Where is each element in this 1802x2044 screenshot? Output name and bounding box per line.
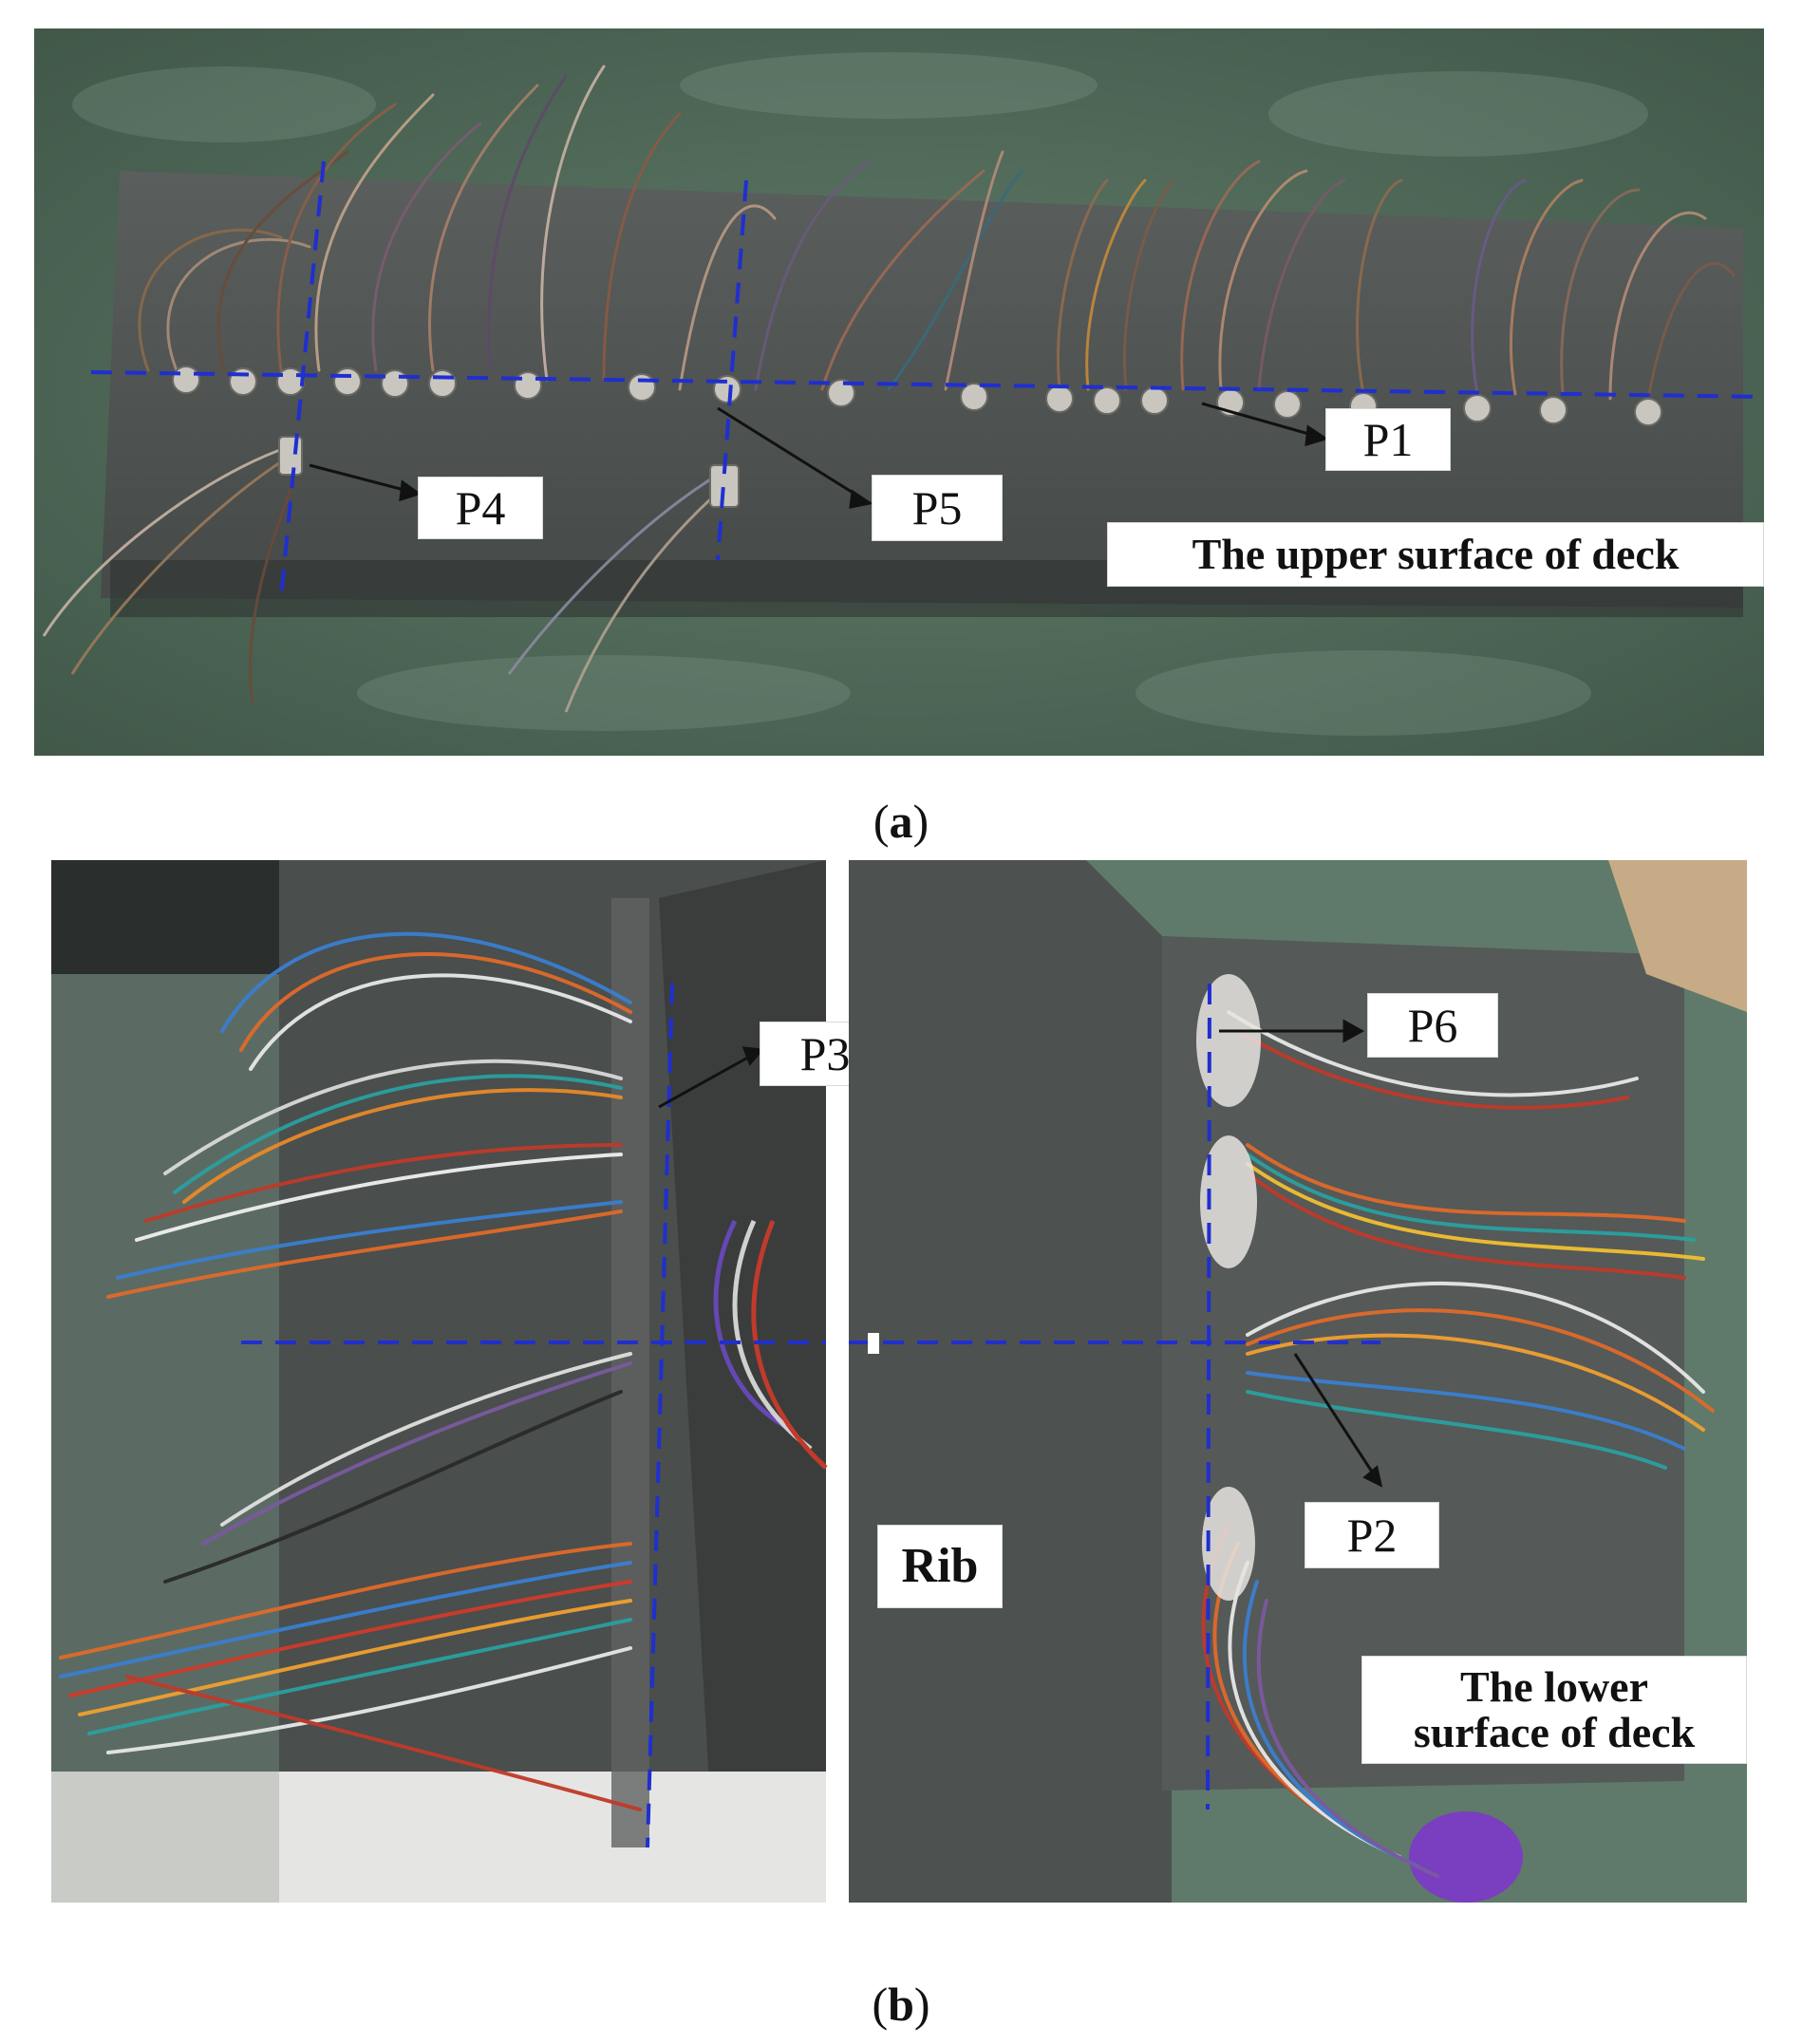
photo-lower-left: P3 xyxy=(51,860,891,1903)
label-p2: P2 xyxy=(1305,1502,1439,1568)
label-p6: P6 xyxy=(1367,993,1498,1058)
caption-a-close: ) xyxy=(912,795,929,848)
caption-a-open: ( xyxy=(873,795,890,848)
caption-a-letter: a xyxy=(889,795,913,848)
lower-surface-line2: surface of deck xyxy=(1413,1708,1696,1756)
caption-b-letter: b xyxy=(888,1978,914,2031)
arrows-right xyxy=(1219,1019,1383,1488)
caption-b: (b) xyxy=(0,1977,1802,2032)
label-p5: P5 xyxy=(872,475,1003,541)
guide-lines xyxy=(90,160,1765,599)
label-rib: Rib xyxy=(877,1525,1003,1608)
caption-a: (a) xyxy=(0,794,1802,849)
guide-lines-right xyxy=(849,983,1380,1810)
arrow-p3 xyxy=(658,1046,764,1109)
guide-lines-left xyxy=(241,983,826,1848)
label-p4: P4 xyxy=(418,477,543,539)
upper-surface-drawing xyxy=(34,28,1765,756)
label-p1: P1 xyxy=(1325,408,1451,471)
caption-b-open: ( xyxy=(872,1978,889,2031)
upper-surface-label: The upper surface of deck xyxy=(1107,522,1764,587)
lower-left-drawing xyxy=(51,860,828,1903)
pointer-arrows xyxy=(309,402,1329,509)
photo-lower-right: P6 P2 Rib The lower surface of deck xyxy=(849,860,1747,1903)
lower-right-drawing xyxy=(849,860,1747,1903)
caption-b-close: ) xyxy=(913,1978,930,2031)
lower-surface-line1: The lower xyxy=(1459,1661,1648,1711)
photo-upper-surface: P4 P5 P1 The upper surface of deck xyxy=(34,28,1765,756)
lower-surface-label: The lower surface of deck xyxy=(1361,1656,1747,1764)
